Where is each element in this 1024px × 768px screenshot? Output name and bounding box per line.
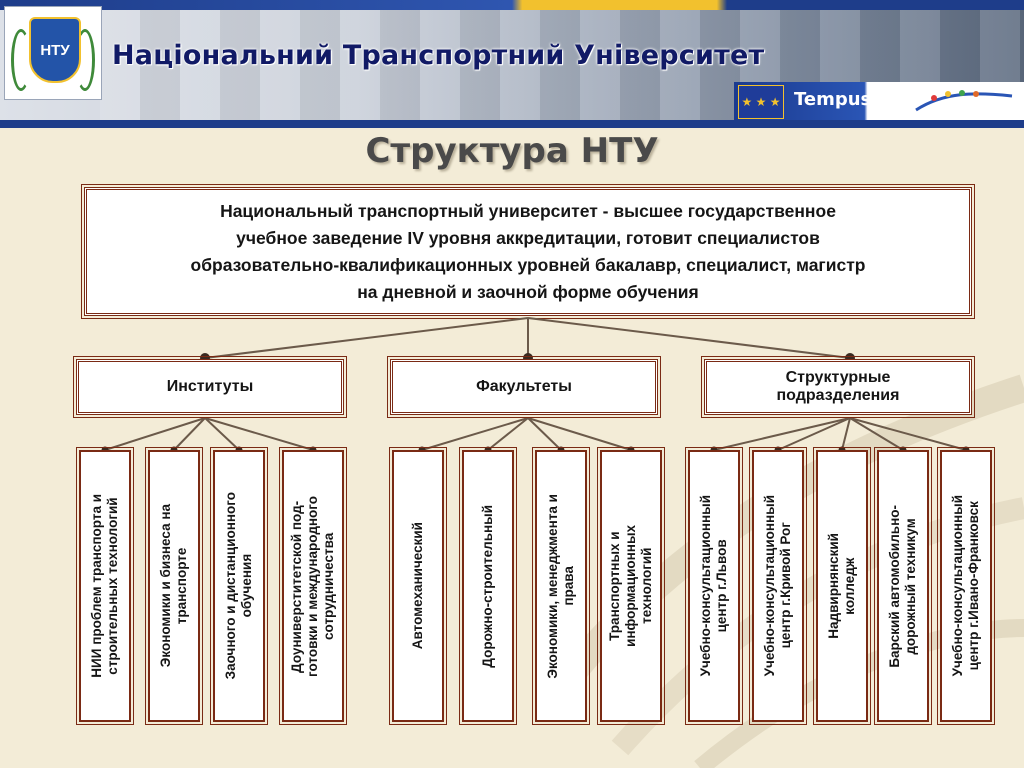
unit-box: Учебно-консультационный центр г.Ивано-Фр… [937, 447, 995, 725]
wreath-left-icon [11, 29, 31, 91]
connector-line [777, 417, 851, 451]
group-label: Факультеты [476, 378, 572, 395]
unit-label: Учебно-консультационный центр г.Ивано-Фр… [950, 495, 981, 677]
unit-box: Учебно-консультационный центр г.Кривой Р… [749, 447, 807, 725]
unit-box: Экономики, менеджмента и права [532, 447, 590, 725]
connector-line [849, 417, 967, 451]
eu-flag-icon: ★ ★ ★ [738, 85, 784, 119]
unit-box: Учебно-консультационный центр г.Львов [685, 447, 743, 725]
tempus-badge: ★ ★ ★ Tempus [734, 82, 1024, 120]
university-description: Национальный транспортный университет - … [190, 200, 866, 302]
wreath-right-icon [75, 29, 95, 91]
banner-top-stripe [0, 0, 1024, 10]
header-banner: НТУ Національний Транспортний Університе… [0, 0, 1024, 128]
group-structural-units: Структурные подразделения [701, 356, 975, 418]
tempus-swoosh-icon [915, 90, 1013, 112]
unit-label: Автомеханический [410, 522, 425, 650]
unit-box: Дорожно-строительный [459, 447, 517, 725]
unit-label: Учебно-консультационный центр г.Кривой Р… [762, 495, 793, 677]
unit-label: Заочного и дистанционного обучения [223, 492, 254, 680]
connector-line [527, 317, 851, 359]
connector-line [487, 417, 529, 451]
connector-line [527, 417, 562, 451]
unit-box: Автомеханический [389, 447, 447, 725]
connector-line [204, 417, 314, 451]
logo-text: НТУ [40, 41, 70, 59]
unit-box: Доуниверститетской под- готовки и междун… [279, 447, 347, 725]
slide-title: Структура НТУ [365, 131, 659, 171]
group-label: Структурные подразделения [776, 369, 900, 404]
unit-label: Надвирнянский колледж [826, 533, 857, 639]
unit-box: Экономики и бизнеса на транспорте [145, 447, 203, 725]
group-faculties: Факультеты [387, 356, 661, 418]
connector-line [104, 417, 206, 451]
unit-label: Дорожно-строительный [480, 504, 495, 668]
university-title: Національний Транспортний Університет [112, 40, 765, 71]
connector-line [421, 417, 529, 451]
group-label: Институты [166, 378, 254, 395]
unit-label: НИИ проблем транспорта и строительных те… [89, 494, 120, 678]
unit-label: Учебно-консультационный центр г.Львов [698, 495, 729, 677]
unit-label: Экономики и бизнеса на транспорте [158, 504, 189, 668]
unit-box: Надвирнянский колледж [813, 447, 871, 725]
unit-label: Доуниверститетской под- готовки и междун… [289, 495, 336, 677]
unit-box: НИИ проблем транспорта и строительных те… [76, 447, 134, 725]
university-description-box: Национальный транспортный университет - … [81, 184, 975, 319]
university-logo: НТУ [4, 6, 102, 100]
unit-label: Транспортных и информационных технологий [607, 525, 654, 647]
group-institutes: Институты [73, 356, 347, 418]
unit-box: Транспортных и информационных технологий [597, 447, 665, 725]
connector-line [713, 417, 851, 451]
connector-line [527, 417, 632, 451]
connector-line [173, 417, 206, 451]
unit-box: Заочного и дистанционного обучения [210, 447, 268, 725]
connector-line [841, 417, 851, 451]
tempus-label: Tempus [794, 89, 872, 110]
connector-line [849, 417, 904, 451]
connector-line [204, 317, 529, 359]
unit-label: Экономики, менеджмента и права [545, 493, 576, 679]
unit-label: Барский автомобильно- дорожный техникум [887, 504, 918, 668]
unit-box: Барский автомобильно- дорожный техникум [874, 447, 932, 725]
banner-bottom-stripe [0, 120, 1024, 128]
connector-line [204, 417, 240, 451]
shield-icon: НТУ [29, 17, 81, 83]
